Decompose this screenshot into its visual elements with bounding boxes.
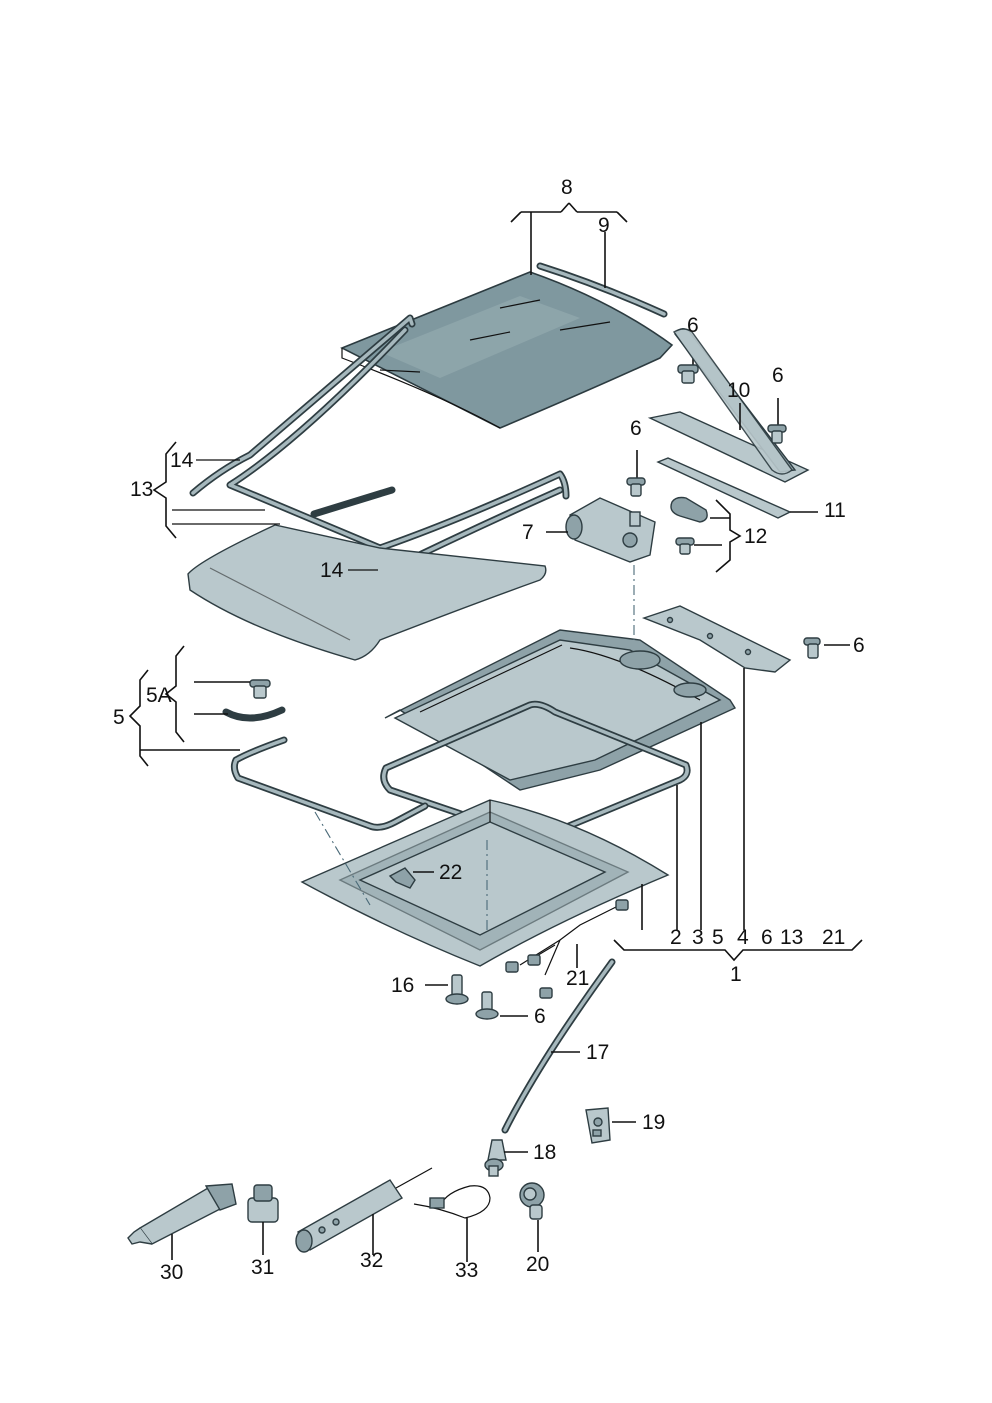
label-12: 12	[744, 525, 767, 548]
label-14a: 14	[170, 449, 194, 472]
glass-panel	[340, 271, 674, 429]
label-32: 32	[360, 1249, 383, 1272]
screw-6a	[677, 337, 699, 384]
label-7: 7	[522, 521, 534, 544]
grommet-20	[519, 1182, 545, 1252]
label-5: 5	[113, 706, 125, 729]
seal-ring-2	[380, 700, 691, 842]
guide-rail-10	[647, 327, 810, 483]
cam-12	[670, 496, 742, 573]
label-11: 11	[824, 499, 846, 522]
label-5b: 5	[712, 926, 724, 949]
drain-hose-22	[388, 867, 434, 889]
clip-19	[585, 1107, 636, 1144]
guide-rail-11	[656, 457, 818, 519]
label-21a: 21	[822, 926, 845, 949]
leaders-1	[613, 668, 863, 962]
label-22: 22	[439, 861, 462, 884]
label-4: 4	[737, 926, 749, 949]
container-31	[247, 1184, 279, 1255]
label-17: 17	[586, 1041, 609, 1064]
cable-tie-33	[413, 1185, 491, 1262]
label-19: 19	[642, 1111, 665, 1134]
label-33: 33	[455, 1259, 478, 1282]
label-10: 10	[727, 379, 750, 402]
bracket-5	[128, 645, 250, 767]
screw-6c	[626, 450, 646, 497]
label-1: 1	[730, 963, 742, 986]
label-3: 3	[692, 926, 704, 949]
label-6a: 6	[687, 314, 699, 337]
label-5A: 5A	[146, 684, 172, 707]
label-13b: 13	[780, 926, 803, 949]
label-6c: 6	[630, 417, 642, 440]
valve-18	[484, 1139, 528, 1177]
label-13: 13	[130, 478, 153, 501]
drain-tube-17	[501, 958, 616, 1134]
label-2: 2	[670, 926, 682, 949]
screw-6f	[475, 991, 528, 1020]
centerline-left	[314, 811, 371, 906]
roof-frame-base	[300, 799, 670, 967]
seal-strip-9-inner	[538, 264, 666, 316]
tube-30	[127, 1183, 237, 1260]
label-6e: 6	[761, 926, 773, 949]
label-31: 31	[251, 1256, 274, 1279]
label-14b: 14	[320, 559, 344, 582]
mounting-plate-4	[641, 605, 792, 673]
bracket-8	[510, 202, 628, 288]
label-16: 16	[391, 974, 414, 997]
label-21b: 21	[566, 967, 589, 990]
seal-5	[222, 679, 429, 831]
sunshade-panel	[187, 524, 547, 661]
bracket-13	[152, 441, 280, 539]
wiring-harness-21	[505, 899, 629, 999]
label-6d: 6	[853, 634, 865, 657]
screw-16	[425, 974, 469, 1005]
screw-6d	[803, 637, 850, 659]
screw-6b	[767, 398, 787, 444]
label-6f: 6	[534, 1005, 546, 1028]
cartridge-32	[295, 1167, 433, 1255]
label-30: 30	[160, 1261, 183, 1284]
label-8: 8	[561, 176, 573, 199]
label-9: 9	[598, 214, 610, 237]
label-18: 18	[533, 1141, 556, 1164]
drive-motor-7	[546, 497, 656, 563]
label-20: 20	[526, 1253, 549, 1276]
label-6b: 6	[772, 364, 784, 387]
